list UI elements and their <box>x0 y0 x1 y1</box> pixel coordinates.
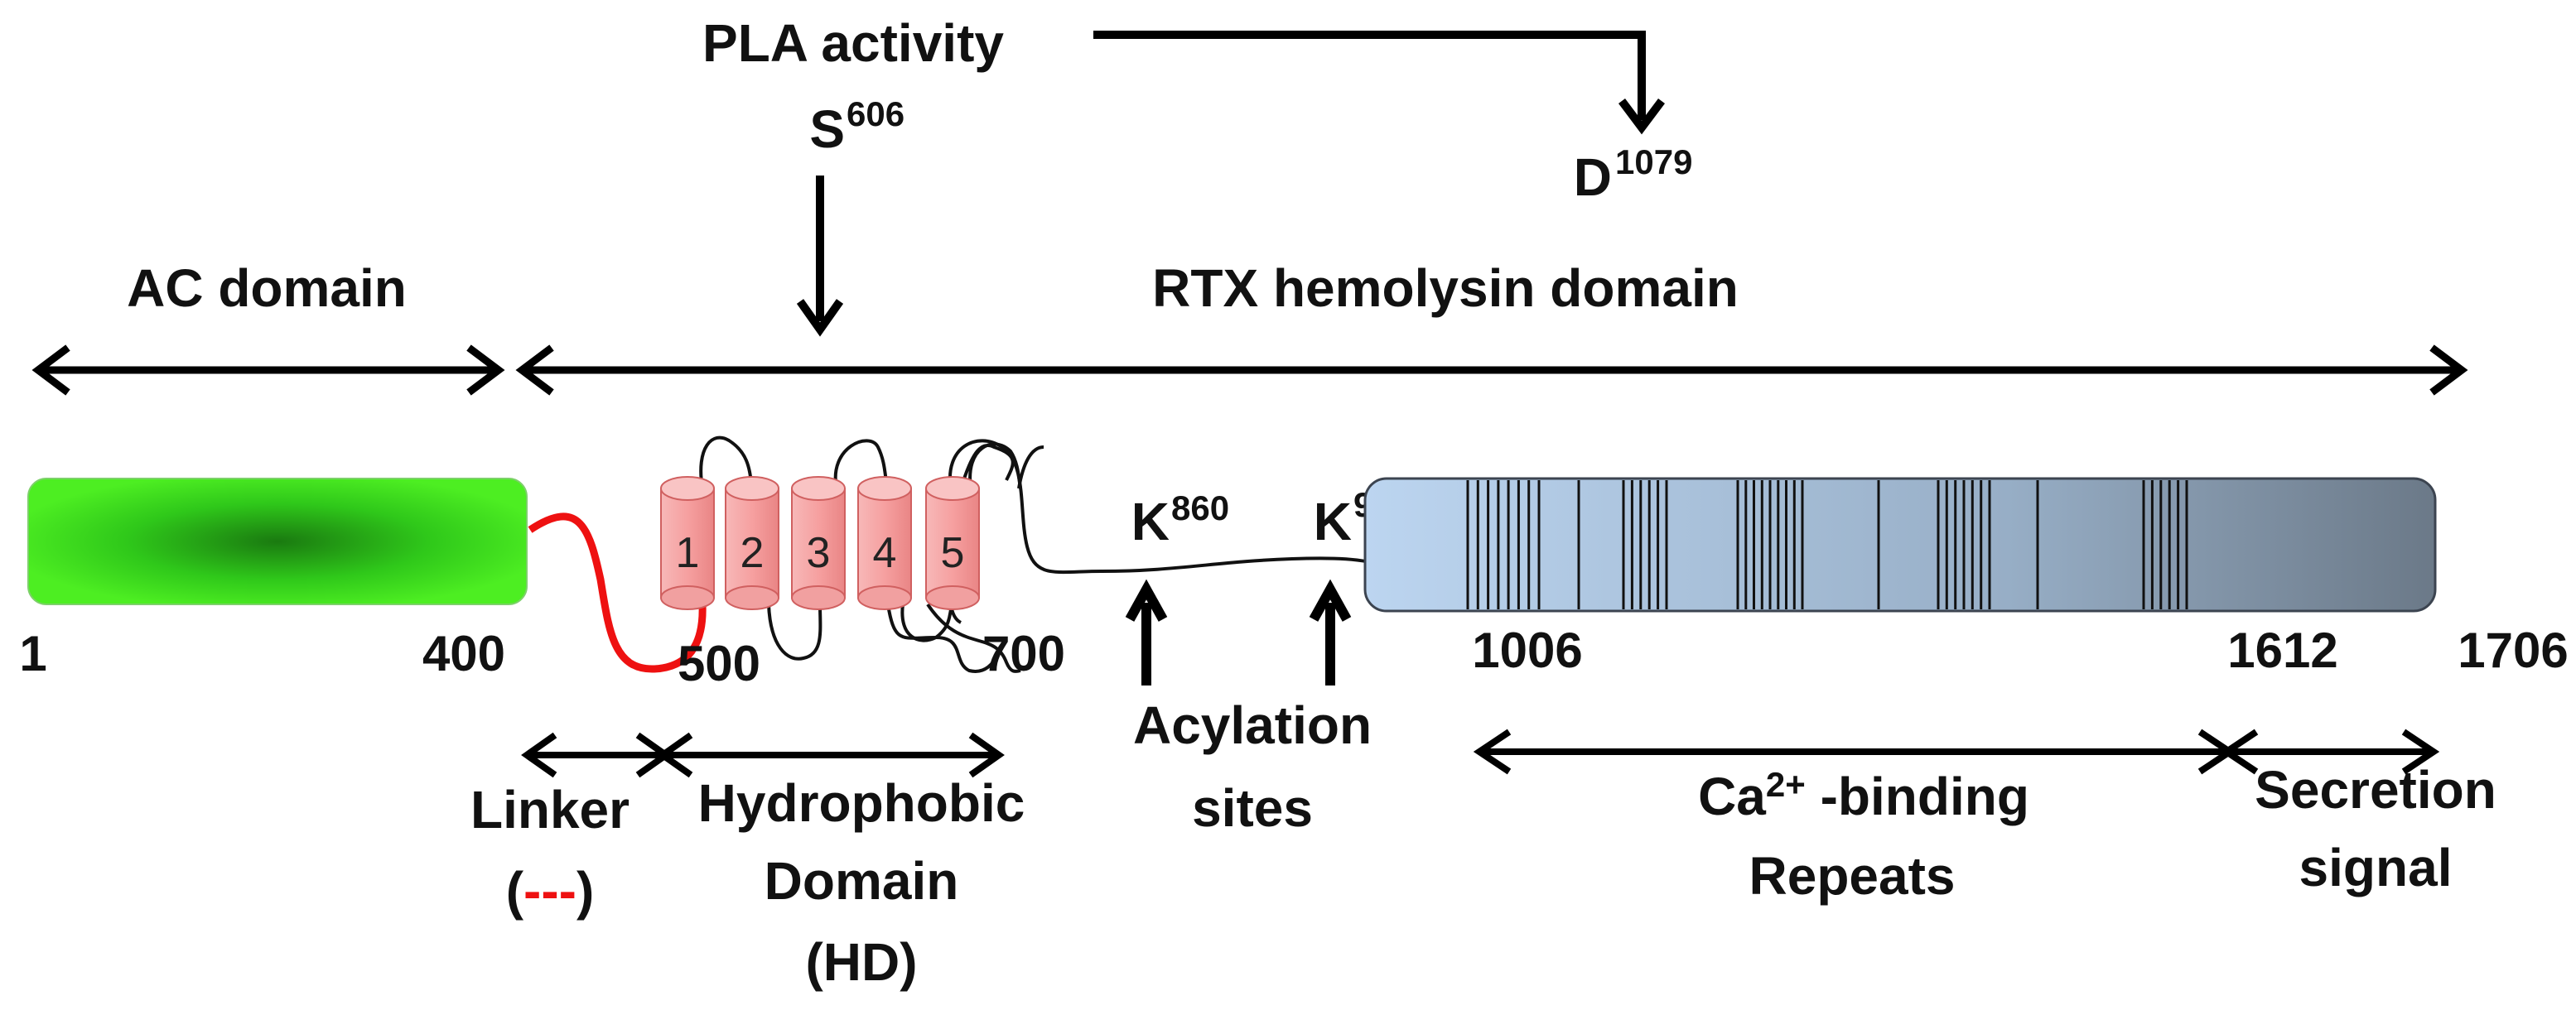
helix-3-number: 3 <box>807 529 831 577</box>
acylation-arrow-860 <box>1125 579 1168 685</box>
serine-arrow <box>796 176 844 337</box>
lysine-860-label: K <box>1131 492 1170 551</box>
hydrophobic-tail-to-acylation <box>948 439 1376 575</box>
linker-label-line1: Linker <box>470 780 630 839</box>
residue-number-500: 500 <box>678 636 760 691</box>
residue-number-400: 400 <box>422 626 505 681</box>
linker-segment <box>528 512 707 673</box>
helix-5: 5 <box>925 476 980 610</box>
aspartate-1079-superscript: 1079 <box>1615 142 1692 181</box>
secretion-label-line1: Secretion <box>2255 760 2496 820</box>
ca-repeats-label-line2: Repeats <box>1749 846 1956 906</box>
linker-dash: --- <box>523 861 576 921</box>
acylation-label-line2: sites <box>1192 778 1313 838</box>
residue-number-1006: 1006 <box>1472 623 1582 678</box>
hydrophobic-label-line2: Domain <box>765 851 959 911</box>
aspartate-1079-label: D <box>1574 147 1612 207</box>
residue-number-1612: 1612 <box>2227 623 2337 678</box>
serine-606-label: S <box>809 99 845 159</box>
rtx-repeats-bar <box>1363 477 2437 613</box>
secretion-range-arrow <box>2220 729 2440 775</box>
pla-activity-title: PLA activity <box>702 13 1004 73</box>
hydrophobic-label-line3: (HD) <box>805 932 917 992</box>
ac-domain-bar <box>27 478 528 605</box>
ca-repeats-label-line1: Ca2+ -binding <box>1698 765 2029 826</box>
helix-2: 2 <box>725 476 779 610</box>
acylation-arrow-983 <box>1309 579 1352 685</box>
helix-4: 4 <box>857 476 912 610</box>
helix-3: 3 <box>791 476 846 610</box>
rtx-domain-label: RTX hemolysin domain <box>1152 258 1739 318</box>
secretion-label-line2: signal <box>2299 838 2453 897</box>
serine-606-superscript: 606 <box>847 94 904 133</box>
acylation-label-line1: Acylation <box>1133 695 1372 755</box>
rtx-domain-range-arrow <box>515 344 2468 396</box>
hydrophobic-range-arrow <box>657 732 1005 778</box>
ac-domain-label: AC domain <box>127 258 407 318</box>
ca-superscript: 2+ <box>1766 765 1806 804</box>
helix-4-number: 4 <box>873 529 897 577</box>
residue-number-1706: 1706 <box>2458 623 2568 678</box>
lysine-860-superscript: 860 <box>1171 488 1229 527</box>
ca-repeats-range-arrow <box>1473 729 2236 775</box>
loop-below-4-5 <box>886 604 1000 673</box>
helix-5-number: 5 <box>941 529 965 577</box>
helix-2-number: 2 <box>740 529 765 577</box>
ca-binding-repeat-lines <box>1466 480 2188 609</box>
linker-label-line2: (---) <box>506 861 595 921</box>
linker-range-arrow <box>521 732 672 778</box>
pla-to-aspartate-arrow <box>1093 31 1665 135</box>
ac-domain-range-arrow <box>31 344 505 396</box>
lysine-983-label: K <box>1314 492 1352 551</box>
helix-1: 1 <box>660 476 715 610</box>
residue-number-1: 1 <box>19 626 46 681</box>
residue-number-700: 700 <box>982 626 1065 681</box>
hydrophobic-label-line1: Hydrophobic <box>698 773 1025 833</box>
helix-1-number: 1 <box>676 529 700 577</box>
